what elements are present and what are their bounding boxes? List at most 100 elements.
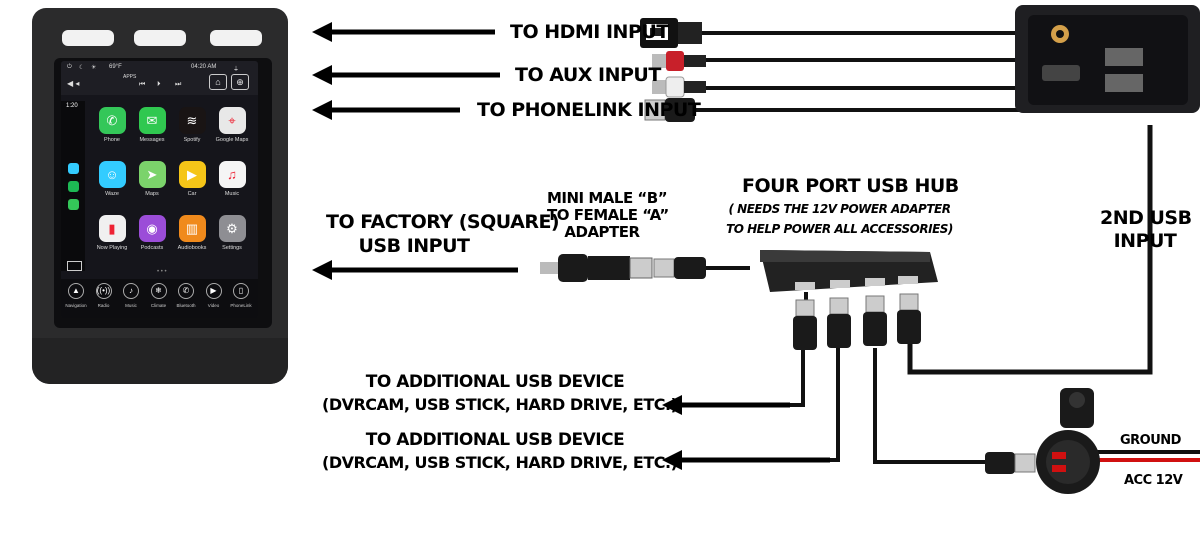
label-adapter-line1: MINI MALE “B”	[547, 189, 668, 207]
next-icon[interactable]: ⏭	[175, 81, 182, 88]
maps-icon: ➤	[138, 161, 166, 188]
dock-spotify-icon[interactable]	[68, 181, 79, 192]
label-phonelink-input: TO PHONELINK INPUT	[477, 99, 701, 121]
settings-icon: ⚙	[218, 215, 246, 242]
waze-icon: ☺	[98, 161, 126, 188]
back-icon[interactable]: ⊕	[231, 74, 249, 90]
nav-music[interactable]: ♪ Music	[119, 283, 143, 308]
music-icon: ♪	[123, 283, 139, 299]
usb-plug-adapter	[653, 257, 706, 279]
app-label: Spotify	[183, 137, 201, 143]
label-aux-input: TO AUX INPUT	[515, 64, 661, 86]
spotify-icon: ≋	[178, 107, 206, 134]
page-dots: • • •	[157, 269, 167, 275]
nav-label: Music	[125, 303, 137, 308]
nav-climate[interactable]: ❄Climate	[147, 283, 171, 308]
label-factory-usb-line2: USB INPUT	[358, 235, 471, 257]
arrowhead-factory-usb	[312, 260, 332, 280]
app-podcasts[interactable]: ◉ Podcasts	[127, 215, 177, 251]
vent-center	[134, 30, 186, 46]
app-now-playing[interactable]: ▮Now Playing	[87, 215, 137, 251]
app-settings[interactable]: ⚙Settings	[207, 215, 257, 251]
app-label: Podcasts	[140, 245, 164, 251]
rca-plug-white	[652, 76, 706, 98]
cable-2nd-usb	[907, 125, 1153, 375]
google-maps-icon: ⌖	[218, 107, 246, 134]
nav-navigation[interactable]: ▲Navigation	[64, 283, 88, 308]
nav-phonelink[interactable]: ▯ PhoneLink	[229, 283, 253, 308]
label-acc-12v: ACC 12V	[1124, 473, 1183, 488]
label-ground: GROUND	[1120, 433, 1181, 448]
podcasts-icon: ◉	[138, 215, 166, 242]
nav-bluetooth[interactable]: ✆Bluetooth	[174, 283, 198, 308]
usb-hub	[760, 250, 938, 292]
music-icon: ♫	[218, 161, 246, 188]
12v-usb-power-socket	[1036, 388, 1100, 494]
app-google-maps[interactable]: ⌖ Google Maps	[207, 107, 257, 143]
app-music[interactable]: ♫ Music	[207, 161, 257, 197]
nav-label: Navigation	[65, 303, 87, 308]
radio-icon: ((•))	[95, 283, 112, 299]
app-grid-icon[interactable]	[67, 261, 82, 271]
dock-waze-icon[interactable]	[68, 163, 79, 174]
usb-icon: ⏚	[233, 67, 240, 73]
app-waze[interactable]: ☺ Waze	[87, 161, 137, 197]
head-unit-screen: ⏻ ☾ ☀ 69°F 04:20 AM ⏚ ◀ ◂ APPS ⏮ ⏵ ⏭ ⌂ ⊕…	[61, 61, 258, 318]
app-label: Phone	[104, 137, 120, 143]
power-icon[interactable]: ⏻	[67, 64, 72, 70]
cable-usb-device-1	[790, 348, 805, 407]
rca-plug-red	[652, 51, 706, 71]
play-icon[interactable]: ⏵	[157, 81, 161, 88]
head-unit-base	[32, 338, 288, 384]
nav-label: Bluetooth	[176, 303, 196, 308]
nav-label: Video	[207, 303, 220, 308]
label-2nd-usb-line1: 2ND USB	[1100, 207, 1192, 229]
volume-icon[interactable]: ◀ ◂	[67, 79, 80, 88]
app-phone[interactable]: ✆ Phone	[87, 107, 137, 143]
nav-label: PhoneLink	[230, 303, 252, 308]
usb-plug-2	[827, 297, 851, 348]
messages-icon: ✉	[138, 107, 166, 134]
video-icon: ▶	[205, 283, 222, 299]
label-device2-line1: TO ADDITIONAL USB DEVICE	[365, 430, 625, 450]
status-bar: ⏻ ☾ ☀ 69°F 04:20 AM ⏚ ◀ ◂ APPS ⏮ ⏵ ⏭ ⌂ ⊕	[61, 61, 258, 95]
arrowhead-phonelink	[312, 100, 332, 120]
nav-video[interactable]: ▶ Video	[202, 283, 226, 308]
nav-radio[interactable]: ((•))Radio	[92, 283, 116, 308]
phone-icon: ✆	[98, 107, 126, 134]
arrowhead-device-2	[662, 450, 682, 470]
label-hub-note2: TO HELP POWER ALL ACCESSORIES)	[726, 222, 953, 236]
label-2nd-usb-line2: INPUT	[1113, 230, 1177, 252]
phonelink-icon: ▯	[233, 283, 249, 299]
label-adapter-line3: ADAPTER	[564, 223, 640, 241]
bottom-nav: ▲Navigation((•))Radio ♪ Music ❄Climate✆Blue…	[61, 279, 258, 318]
home-icon[interactable]: ⌂	[209, 74, 227, 90]
label-hdmi-input: TO HDMI INPUT	[510, 21, 669, 43]
moon-icon[interactable]: ☾	[79, 65, 85, 71]
apps-label[interactable]: APPS	[123, 74, 137, 80]
dash-usb-hdmi-panel	[1015, 5, 1200, 113]
app-messages[interactable]: ✉ Messages	[127, 107, 177, 143]
app-label: Maps	[145, 191, 159, 197]
vent-right	[210, 30, 262, 46]
label-adapter-line2: TO FEMALE “A”	[547, 206, 669, 224]
dock-phone-icon[interactable]	[68, 199, 79, 210]
app-audiobooks[interactable]: ▥Audiobooks	[167, 215, 217, 251]
app-maps[interactable]: ➤ Maps	[127, 161, 177, 197]
app-label: Audiobooks	[177, 245, 207, 251]
label-factory-usb-line1: TO FACTORY (SQUARE)	[326, 211, 560, 233]
app-car[interactable]: ▶Car	[167, 161, 217, 197]
app-label: Messages	[139, 137, 165, 143]
cable-usb-device-2	[830, 348, 840, 462]
label-device1-line1: TO ADDITIONAL USB DEVICE	[365, 372, 625, 392]
now-playing-icon: ▮	[98, 215, 126, 242]
sun-icon[interactable]: ☀	[91, 65, 97, 71]
app-spotify[interactable]: ≋ Spotify	[167, 107, 217, 143]
app-label: Google Maps	[215, 137, 249, 143]
app-label: Car	[187, 191, 197, 197]
app-label: Music	[224, 191, 240, 197]
prev-icon[interactable]: ⏮	[139, 81, 146, 88]
app-label: Waze	[105, 191, 119, 197]
arrowhead-aux	[312, 65, 332, 85]
